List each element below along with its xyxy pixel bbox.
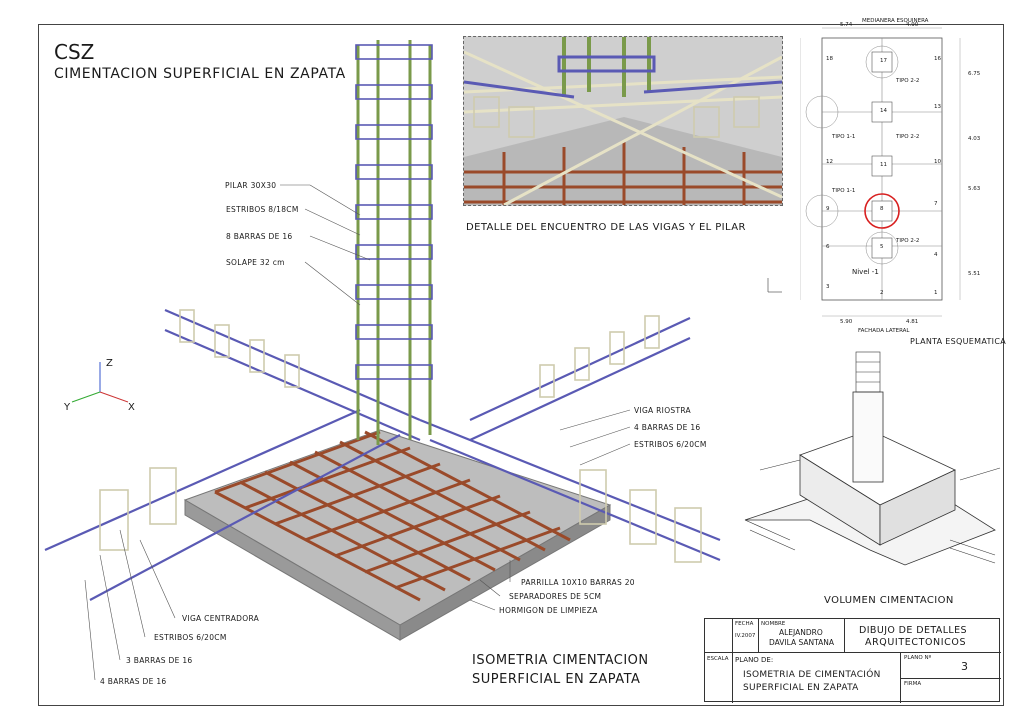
- label-estribos-pilar: ESTRIBOS 8/18CM: [226, 205, 299, 214]
- axis-x-label: X: [128, 402, 136, 413]
- main-caption-line2: SUPERFICIAL EN ZAPATA: [472, 672, 641, 687]
- tb-cell-plano-n: PLANO Nº 3: [901, 653, 1001, 679]
- plan-node-8: 8: [880, 206, 884, 212]
- tb-plano-n-value: 3: [961, 660, 968, 673]
- plan-dim-right-3: 5.63: [968, 186, 981, 192]
- label-estribos-centradora: ESTRIBOS 6/20CM: [154, 633, 227, 642]
- pillar-bars: [356, 40, 432, 445]
- label-parrilla: PARRILLA 10X10 BARRAS 20: [521, 578, 635, 587]
- plan-caption: PLANTA ESQUEMATICA: [910, 337, 1007, 346]
- plan-type-4: TIPO 1-1: [832, 188, 856, 194]
- label-separadores: SEPARADORES DE 5CM: [509, 592, 602, 601]
- tb-cell-fecha: FECHA IV.2007: [733, 619, 759, 653]
- detail-view: [463, 36, 783, 206]
- tb-course-line1: DIBUJO DE DETALLES: [859, 625, 967, 636]
- tb-cell-course: DIBUJO DE DETALLES ARQUITECTONICOS: [845, 619, 1001, 653]
- plan-node-12: 12: [826, 159, 833, 165]
- tb-fecha-value: IV.2007: [735, 633, 756, 639]
- tb-cell-escala: ESCALA: [705, 653, 733, 703]
- label-viga-centradora: VIGA CENTRADORA: [182, 614, 260, 623]
- plan-node-11: 11: [880, 162, 887, 168]
- plan-type-5: TIPO 2-2: [896, 238, 920, 244]
- tb-cell-blank: [705, 619, 733, 653]
- axis-z-label: Z: [106, 358, 114, 369]
- footing-grid: [214, 430, 571, 602]
- plan-dim-bottom-right: 4.81: [906, 319, 919, 325]
- axis-y-label: Y: [64, 402, 71, 413]
- highlight-node-circle: [864, 193, 900, 229]
- tb-author-line2: DAVILA SANTANA: [769, 638, 835, 647]
- tb-cell-plano-de: PLANO DE: ISOMETRIA DE CIMENTACIÓN SUPER…: [733, 653, 901, 703]
- label-pilar: PILAR 30X30: [225, 181, 277, 190]
- beam-stirrups: [99, 309, 702, 563]
- tb-firma-label: FIRMA: [904, 681, 922, 687]
- plan-node-10: 10: [934, 159, 941, 165]
- plan-node-16: 16: [934, 56, 941, 62]
- plan-dim-right-1: 6.75: [968, 71, 981, 77]
- plan-type-3: TIPO 2-2: [896, 134, 920, 140]
- label-4-barras: 4 BARRAS DE 16: [100, 677, 167, 686]
- sheet-subtitle: CIMENTACION SUPERFICIAL EN ZAPATA: [54, 66, 346, 82]
- label-barras-pilar: 8 BARRAS DE 16: [226, 232, 293, 241]
- tb-fecha-label: FECHA: [735, 621, 754, 627]
- tb-escala-label: ESCALA: [707, 656, 729, 662]
- plan-node-7: 7: [934, 201, 938, 207]
- main-caption-line1: ISOMETRIA CIMENTACION: [472, 653, 649, 668]
- tb-author-line1: ALEJANDRO: [779, 628, 823, 637]
- plan-node-2: 2: [880, 290, 884, 296]
- plan-dim-top-left: 5.74: [840, 22, 853, 28]
- volume-caption: VOLUMEN CIMENTACION: [824, 595, 954, 606]
- plan-type-1: TIPO 2-2: [896, 78, 920, 84]
- plan-node-4: 4: [934, 252, 938, 258]
- tb-cell-firma: FIRMA: [901, 679, 1001, 703]
- axis-triad: [71, 362, 129, 403]
- tb-plano-line1: ISOMETRIA DE CIMENTACIÓN: [743, 670, 881, 680]
- plan-node-6: 6: [826, 244, 830, 250]
- plan-bottom-label: FACHADA LATERAL: [858, 328, 910, 334]
- plan-node-14: 14: [880, 108, 887, 114]
- tb-plano-n-label: PLANO Nº: [904, 655, 932, 661]
- plan-drawing: [800, 27, 961, 317]
- plan-node-9: 9: [826, 206, 830, 212]
- plan-node-5: 5: [880, 244, 884, 250]
- plan-type-2: TIPO 1-1: [832, 134, 856, 140]
- detail-drawing: [464, 37, 782, 205]
- pillar-stirrups: [355, 44, 433, 380]
- tb-plano-line2: SUPERFICIAL EN ZAPATA: [743, 683, 859, 693]
- plan-dim-bottom-left: 5.90: [840, 319, 853, 325]
- plan-top-label: MEDIANERA ESQUINERA: [862, 18, 929, 24]
- tb-course-line2: ARQUITECTONICOS: [865, 637, 967, 648]
- label-hormigon: HORMIGON DE LIMPIEZA: [499, 606, 598, 615]
- plan-node-18: 18: [826, 56, 833, 62]
- tb-plano-de-label: PLANO DE:: [735, 656, 774, 664]
- label-barras-riostra: 4 BARRAS DE 16: [634, 423, 701, 432]
- detail-caption: DETALLE DEL ENCUENTRO DE LAS VIGAS Y EL …: [466, 222, 746, 233]
- title-block: FECHA IV.2007 NOMBRE ALEJANDRO DAVILA SA…: [704, 618, 1001, 703]
- plan-node-3: 3: [826, 284, 830, 290]
- plan-node-13: 13: [934, 104, 941, 110]
- label-3-barras: 3 BARRAS DE 16: [126, 656, 193, 665]
- plan-dim-right-2: 4.03: [968, 136, 981, 142]
- plan-level-label: Nivel -1: [852, 268, 879, 276]
- tb-nombre-label: NOMBRE: [761, 621, 786, 627]
- tie-beams: [44, 308, 721, 601]
- label-solape: SOLAPE 32 cm: [226, 258, 285, 267]
- lean-concrete-side-right: [399, 504, 611, 641]
- label-estribos-riostra: ESTRIBOS 6/20CM: [634, 440, 707, 449]
- tb-cell-nombre: NOMBRE ALEJANDRO DAVILA SANTANA: [759, 619, 845, 653]
- plan-node-17: 17: [880, 58, 887, 64]
- label-viga-riostra: VIGA RIOSTRA: [634, 406, 691, 415]
- drawing-frame: [38, 24, 1004, 706]
- plan-schematic: MEDIANERA ESQUINERA FACHADA LATERAL 5.74…: [800, 16, 1005, 336]
- plan-dim-top-right: 4.90: [906, 22, 919, 28]
- plan-node-1: 1: [934, 290, 938, 296]
- leader-lines: [84, 184, 631, 681]
- sheet-code: CSZ: [54, 40, 95, 64]
- plan-dim-right-4: 5.51: [968, 271, 981, 277]
